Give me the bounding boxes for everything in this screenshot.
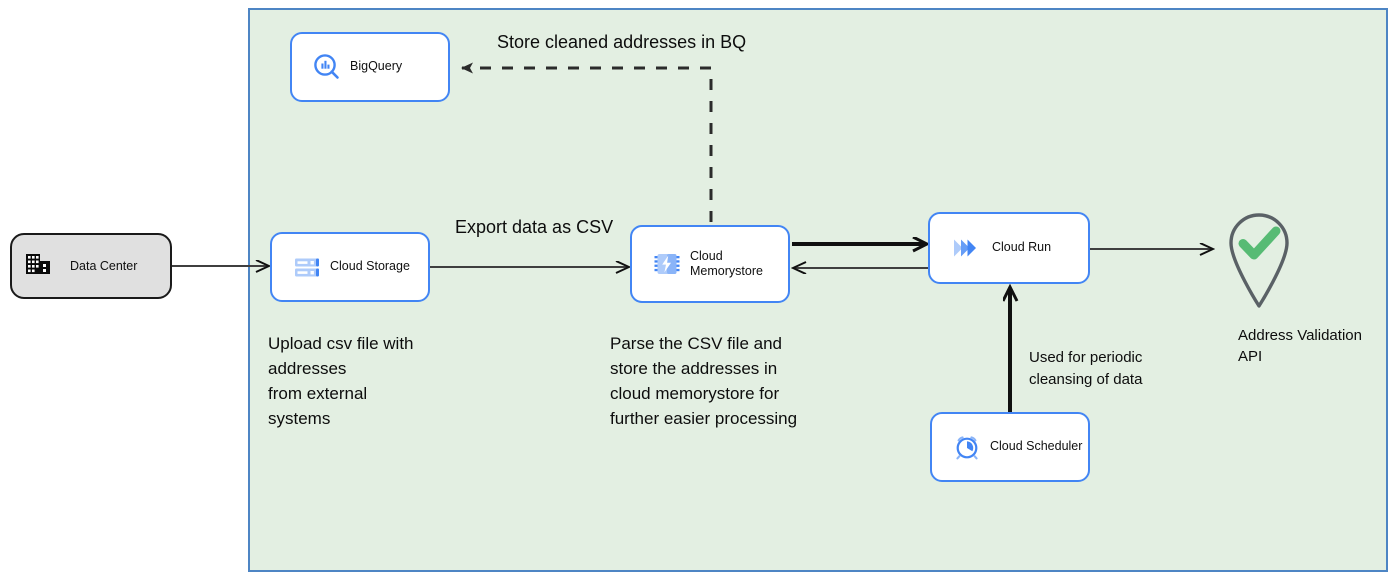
node-cloud-scheduler-label: Cloud Scheduler (990, 439, 1083, 454)
node-data-center-label: Data Center (70, 259, 138, 273)
node-cloud-run-label: Cloud Run (992, 240, 1052, 255)
annotation-upload-note: Upload csv file with addresses from exte… (268, 334, 414, 428)
edge-label-store-cleaned: Store cleaned addresses in BQ (497, 32, 747, 52)
cloud-scheduler-alarm-clock-icon (944, 432, 990, 462)
edge-label-export-csv: Export data as CSV (455, 217, 614, 237)
node-address-validation-api[interactable] (1221, 205, 1297, 310)
cloud-boundary-group (248, 8, 1388, 572)
node-bigquery-label: BigQuery (350, 59, 403, 74)
node-cloud-storage[interactable]: Cloud Storage (270, 232, 430, 302)
node-cloud-memorystore[interactable]: Cloud Memorystore (630, 225, 790, 303)
node-data-center[interactable]: Data Center (10, 233, 172, 299)
map-pin-check-icon (1221, 205, 1297, 315)
node-cloud-storage-label: Cloud Storage (330, 259, 410, 274)
node-bigquery[interactable]: BigQuery (290, 32, 450, 102)
node-address-validation-api-label: Address Validation API (1238, 327, 1362, 365)
node-cloud-run[interactable]: Cloud Run (928, 212, 1090, 284)
cloud-storage-icon (284, 253, 330, 281)
bigquery-icon (304, 52, 350, 82)
node-cloud-memorystore-label: Cloud Memorystore (690, 248, 763, 278)
data-center-building-icon (24, 250, 70, 283)
annotation-parse-note: Parse the CSV file and store the address… (610, 334, 798, 428)
edge-label-periodic-cleansing: Used for periodic cleansing of data (1029, 349, 1143, 388)
cloud-memorystore-chip-icon (644, 250, 690, 278)
cloud-run-chevron-icon (942, 234, 992, 262)
node-cloud-scheduler[interactable]: Cloud Scheduler (930, 412, 1090, 482)
